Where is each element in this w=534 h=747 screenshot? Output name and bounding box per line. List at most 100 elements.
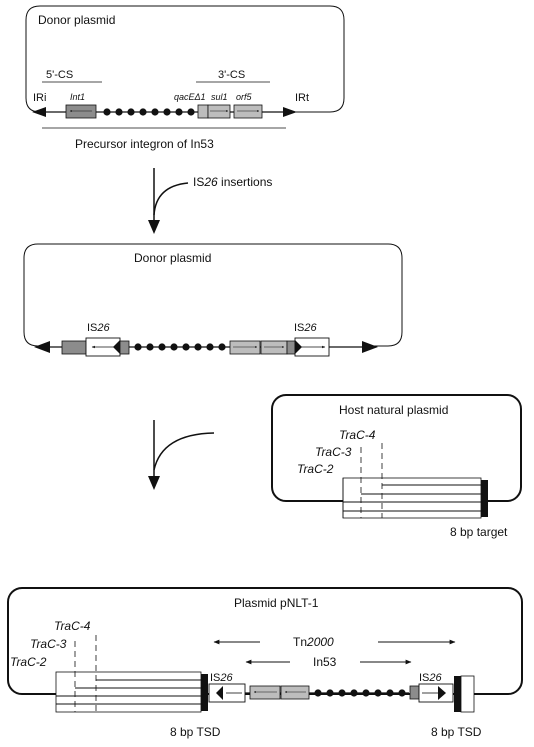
attc-dot xyxy=(151,108,159,116)
attc-dot xyxy=(175,108,183,116)
host-trac4-label: TraC-4 xyxy=(339,428,376,442)
target-site-bar xyxy=(481,480,488,517)
int1-gene-box xyxy=(65,104,97,119)
iri-arrowhead-icon xyxy=(32,107,46,117)
host-target-site-icon xyxy=(481,480,488,517)
final-trac4-label: TraC-4 xyxy=(54,619,91,633)
host-trac2-label: TraC-2 xyxy=(297,462,334,476)
plasmid-pnlt1-panel: Plasmid pNLT-1 TraC-4 TraC-3 TraC-2 Tn20… xyxy=(7,587,523,739)
step1-arrowhead-icon xyxy=(148,220,160,234)
target-arrow xyxy=(481,498,488,506)
step1-curve xyxy=(153,182,189,216)
tn2000-label: Tn2000 xyxy=(293,635,334,649)
panel2-is26-right-label: IS26 xyxy=(294,322,318,334)
donor-plasmid-title: Donor plasmid xyxy=(38,13,115,27)
panel2-right-arrowhead-icon xyxy=(362,341,378,353)
attc-dot xyxy=(350,689,358,697)
attc-dot xyxy=(374,689,382,697)
irt-arrowhead-icon xyxy=(283,107,297,117)
attc-dot xyxy=(187,108,195,116)
sul1-gene-box xyxy=(207,104,231,119)
host-tra-region-box xyxy=(342,477,482,519)
attc-dot xyxy=(338,689,346,697)
final-attc-dots xyxy=(314,689,406,697)
donor-plasmid-2-outline xyxy=(23,243,403,347)
cs5-label: 5'-CS xyxy=(46,69,73,81)
attc-dot xyxy=(115,108,123,116)
int1-label: Int1 xyxy=(70,92,85,102)
tsd-bar xyxy=(201,674,208,711)
attc-dot xyxy=(127,108,135,116)
tsd-arrow xyxy=(454,689,461,697)
attc-dot xyxy=(326,689,334,697)
orf5-label: orf5 xyxy=(236,92,253,102)
attc-dot xyxy=(170,343,178,351)
panel2-orf-fragment-box xyxy=(286,340,296,355)
panel2-is26-left-ir-icon xyxy=(113,340,120,354)
attc-dot xyxy=(134,343,142,351)
host-target-label: 8 bp target xyxy=(450,525,508,539)
tsd-arrow xyxy=(201,684,208,692)
panel2-is26-left-label: IS26 xyxy=(87,322,111,334)
final-sul1-box xyxy=(249,685,281,700)
qac-gene-box xyxy=(197,104,209,119)
panel2-int1-box xyxy=(61,340,87,355)
transposition-step xyxy=(148,420,215,490)
target-arrow xyxy=(481,490,488,498)
attc-site-dots xyxy=(103,108,195,116)
attc-dot xyxy=(386,689,394,697)
in53-label: In53 xyxy=(313,655,337,669)
final-right-tsd-icon xyxy=(454,676,461,712)
target-arrow xyxy=(481,507,488,515)
donor-plasmid-panel-1: Donor plasmid 5'-CS 3'-CS IRi IRt Int1 q… xyxy=(25,5,345,151)
iri-label: IRi xyxy=(33,92,46,104)
host-plasmid-title: Host natural plasmid xyxy=(339,403,448,417)
final-is26-right-label: IS26 xyxy=(419,672,443,684)
final-right-flank-box xyxy=(460,675,475,713)
tsd-arrow xyxy=(201,700,208,708)
attc-dot xyxy=(398,689,406,697)
orf5-gene-box xyxy=(233,104,263,119)
final-trac2-label: TraC-2 xyxy=(10,655,47,669)
cs3-label: 3'-CS xyxy=(218,69,245,81)
host-natural-plasmid-panel: Host natural plasmid TraC-4 TraC-3 TraC-… xyxy=(271,394,522,539)
step2-curve xyxy=(153,432,215,471)
panel2-is26-right-ir-icon xyxy=(295,340,302,354)
panel2-orf5-box xyxy=(260,340,288,355)
tsd-arrow xyxy=(201,676,208,684)
attc-dot xyxy=(163,108,171,116)
target-arrow xyxy=(481,481,488,489)
attc-dot xyxy=(194,343,202,351)
tsd-arrow xyxy=(454,678,461,686)
qac-label: qacEΔ1 xyxy=(174,92,206,102)
irt-label: IRt xyxy=(295,92,309,104)
final-is26-right-ir-icon xyxy=(438,686,446,700)
step1-label: IS26 insertions xyxy=(193,175,272,189)
final-is26-left-label: IS26 xyxy=(210,672,234,684)
step2-arrowhead-icon xyxy=(148,476,160,490)
panel2-int1-fragment-box xyxy=(119,340,130,355)
attc-dot xyxy=(158,343,166,351)
attc-dot xyxy=(314,689,322,697)
right-tsd-label: 8 bp TSD xyxy=(431,725,482,739)
attc-dot xyxy=(182,343,190,351)
attc-dot xyxy=(103,108,111,116)
donor-plasmid-2-title: Donor plasmid xyxy=(134,251,211,265)
host-trac3-label: TraC-3 xyxy=(315,445,352,459)
final-is26-left-ir-icon xyxy=(216,686,223,700)
attc-dot xyxy=(206,343,214,351)
attc-dot xyxy=(146,343,154,351)
pnlt1-title: Plasmid pNLT-1 xyxy=(234,596,319,610)
final-trac3-label: TraC-3 xyxy=(30,637,67,651)
is26-insertion-step: IS26 insertions xyxy=(148,168,272,234)
attc-dot xyxy=(139,108,147,116)
precursor-integron-caption: Precursor integron of In53 xyxy=(75,137,214,151)
attc-dot xyxy=(362,689,370,697)
final-int1-fragment-box xyxy=(409,685,420,700)
donor-plasmid-panel-2: Donor plasmid IS26 IS26 xyxy=(23,243,403,357)
donor-plasmid-outline xyxy=(25,5,345,113)
final-left-tsd-icon xyxy=(201,674,208,711)
final-orf5-box xyxy=(280,685,310,700)
attc-dot xyxy=(218,343,226,351)
